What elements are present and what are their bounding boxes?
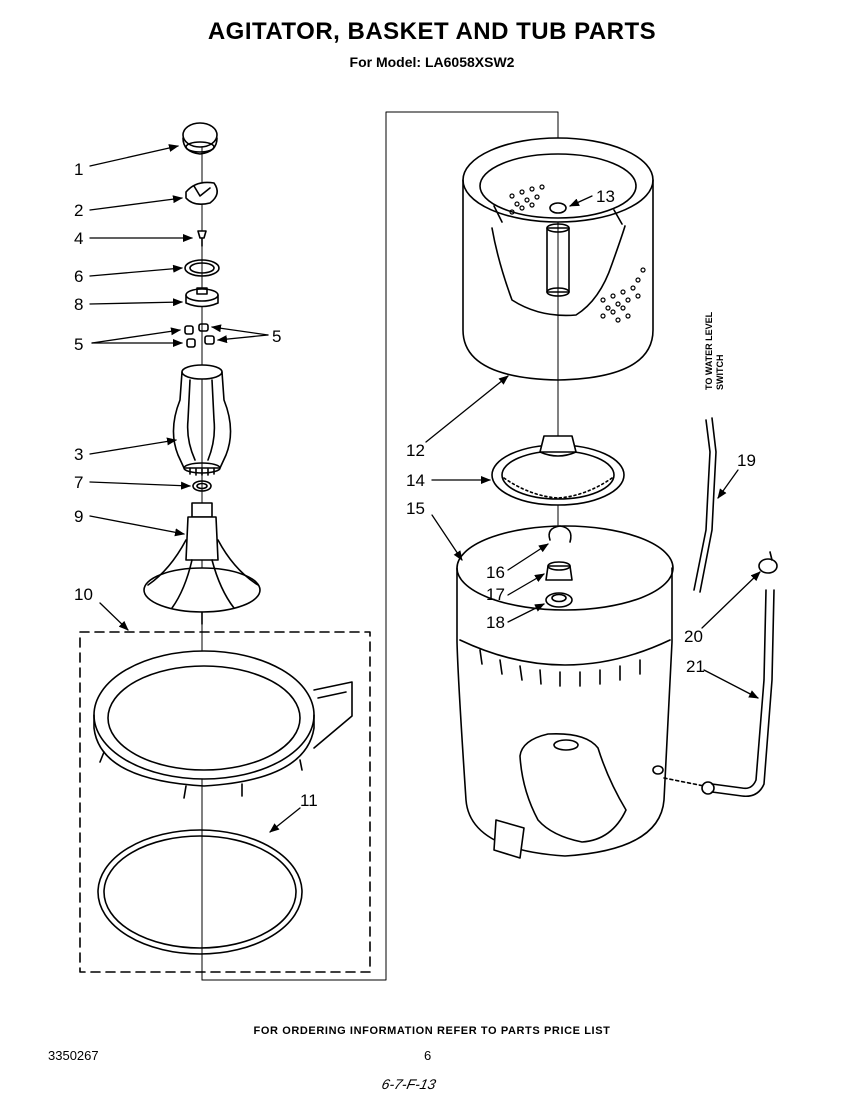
seal-ring-part [97, 829, 303, 955]
callout-4: 4 [74, 229, 83, 248]
agitator-cap-part [182, 122, 218, 155]
agitator-barrel-part [172, 364, 232, 476]
callout-21: 21 [686, 657, 705, 676]
handwritten-note: 6-7-F-13 [380, 1076, 438, 1092]
spin-nut-part [545, 561, 573, 581]
callout-14: 14 [406, 471, 425, 490]
air-dome-hose-part [663, 589, 775, 798]
callout-17: 17 [486, 585, 505, 604]
basket-part [462, 137, 654, 381]
water-level-switch-label: TO WATER LEVEL SWITCH [704, 311, 725, 390]
small-ring-part [192, 480, 212, 492]
page-number: 6 [424, 1048, 432, 1063]
model-subtitle: For Model: LA6058XSW2 [349, 54, 515, 70]
hose-clamp-part [758, 551, 778, 574]
callout-5-left: 5 [74, 335, 83, 354]
basket-perforations [509, 184, 646, 323]
water-level-hose-part [693, 417, 717, 593]
callout-6: 6 [74, 267, 83, 286]
callout-16: 16 [486, 563, 505, 582]
callout-11: 11 [300, 791, 318, 810]
document-number: 3350267 [48, 1048, 99, 1063]
callout-12: 12 [406, 441, 425, 460]
callout-1: 1 [74, 160, 83, 179]
agitator-base-part [143, 502, 261, 625]
clip-part [548, 525, 572, 543]
callout-18: 18 [486, 613, 505, 632]
callout-9: 9 [74, 507, 83, 526]
side-label-line1: TO WATER LEVEL [704, 311, 714, 390]
side-label-line2: SWITCH [715, 355, 725, 391]
callout-2: 2 [74, 201, 83, 220]
callout-8: 8 [74, 295, 83, 314]
callout-20: 20 [684, 627, 703, 646]
drive-bell-part [491, 435, 625, 506]
callout-15: 15 [406, 499, 425, 518]
ring-part [184, 259, 220, 277]
assembly-connector-line [201, 111, 559, 981]
callout-13: 13 [596, 187, 615, 206]
callout-5-right: 5 [272, 327, 281, 346]
dog-retainer-part [185, 287, 219, 308]
screw-part [197, 230, 207, 247]
callout-3: 3 [74, 445, 83, 464]
cam-part [185, 181, 218, 205]
agitator-dogs-part [184, 323, 215, 348]
callout-7: 7 [74, 473, 83, 492]
ordering-note: FOR ORDERING INFORMATION REFER TO PARTS … [253, 1025, 611, 1037]
callout-leader-lines [89, 144, 761, 833]
page-title: AGITATOR, BASKET AND TUB PARTS [207, 18, 657, 45]
tub-seal-part [545, 592, 573, 608]
tub-ring-part [93, 650, 353, 799]
callout-10: 10 [74, 585, 93, 604]
callout-19: 19 [737, 451, 756, 470]
